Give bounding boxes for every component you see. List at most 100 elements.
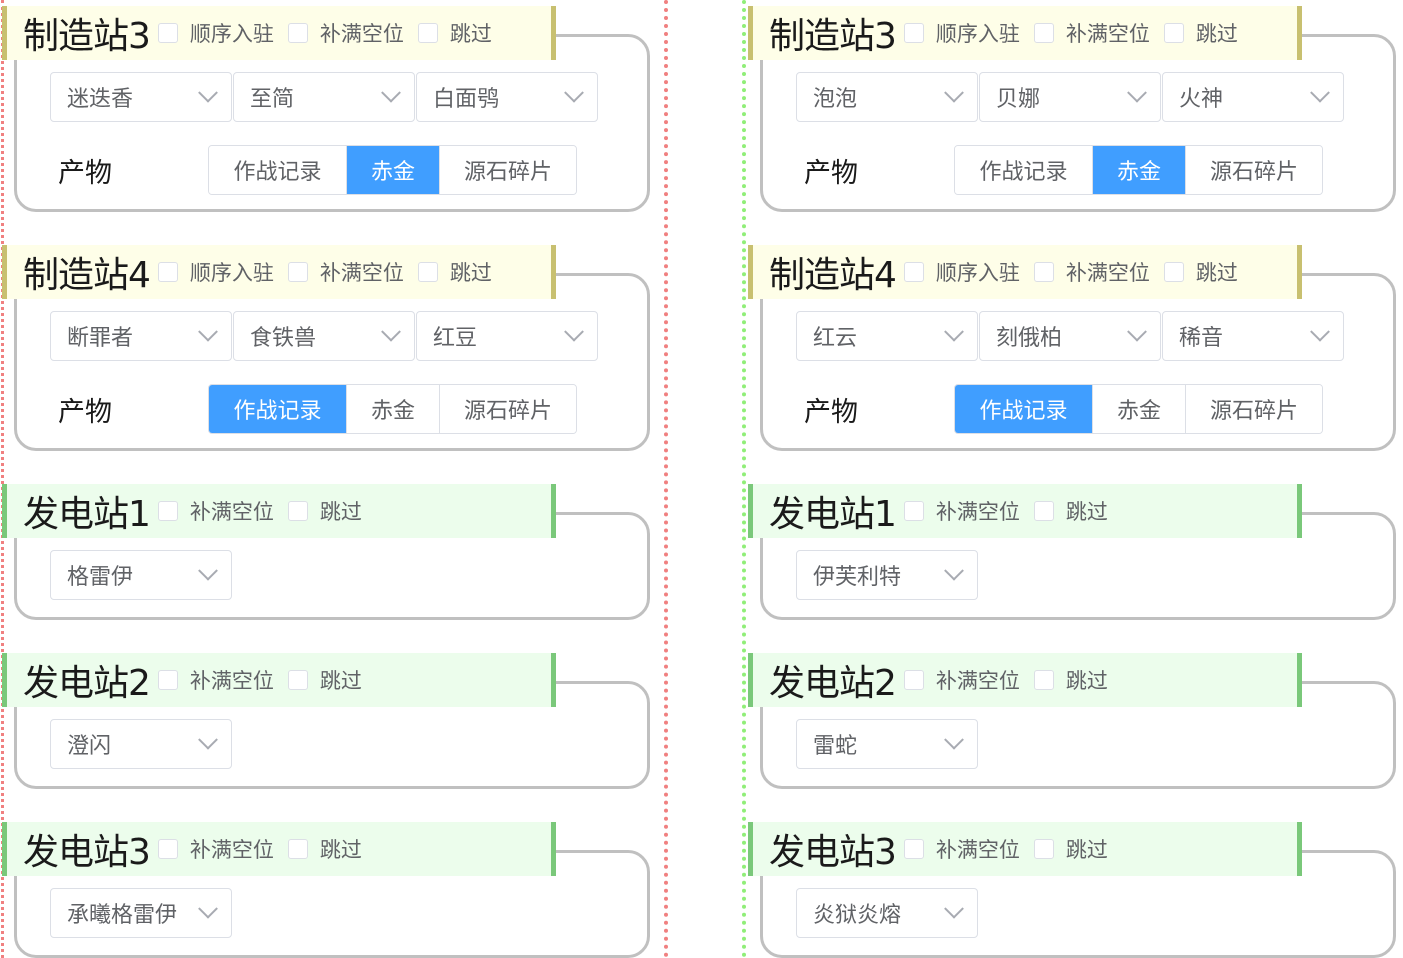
operator-select[interactable]: 澄闪 bbox=[50, 719, 232, 769]
product-option[interactable]: 作战记录 bbox=[209, 146, 347, 194]
option-skip[interactable]: 跳过 bbox=[1033, 665, 1108, 695]
option-sequential[interactable]: 顺序入驻 bbox=[903, 257, 1020, 287]
operator-select[interactable]: 贝娜 bbox=[979, 72, 1161, 122]
product-option[interactable]: 赤金 bbox=[347, 385, 440, 433]
operator-select[interactable]: 白面鸮 bbox=[416, 72, 598, 122]
option-skip[interactable]: 跳过 bbox=[1033, 834, 1108, 864]
checkbox[interactable] bbox=[157, 501, 178, 521]
checkbox[interactable] bbox=[1163, 262, 1184, 282]
chevron-down-icon bbox=[1310, 82, 1330, 103]
option-fill-slots[interactable]: 补满空位 bbox=[157, 496, 274, 526]
checkbox[interactable] bbox=[1033, 501, 1054, 521]
operator-select[interactable]: 雷蛇 bbox=[796, 719, 978, 769]
checkbox[interactable] bbox=[1033, 23, 1054, 43]
chevron-down-icon bbox=[944, 729, 964, 750]
operator-select[interactable]: 至简 bbox=[233, 72, 415, 122]
option-skip[interactable]: 跳过 bbox=[1163, 18, 1238, 48]
chevron-down-icon bbox=[381, 82, 401, 103]
checkbox[interactable] bbox=[1033, 839, 1054, 859]
checkbox[interactable] bbox=[287, 501, 308, 521]
option-fill-slots[interactable]: 补满空位 bbox=[1033, 18, 1150, 48]
operator-select[interactable]: 断罪者 bbox=[50, 311, 232, 361]
option-skip[interactable]: 跳过 bbox=[1163, 257, 1238, 287]
operator-select[interactable]: 格雷伊 bbox=[50, 550, 232, 600]
chevron-down-icon bbox=[944, 898, 964, 919]
checkbox[interactable] bbox=[903, 670, 924, 690]
product-option[interactable]: 作战记录 bbox=[209, 385, 347, 433]
station-title: 发电站1 bbox=[769, 494, 897, 535]
product-option[interactable]: 源石碎片 bbox=[440, 146, 576, 194]
product-option[interactable]: 源石碎片 bbox=[1186, 146, 1322, 194]
option-skip[interactable]: 跳过 bbox=[287, 834, 362, 864]
option-fill-slots[interactable]: 补满空位 bbox=[903, 496, 1020, 526]
checkbox[interactable] bbox=[287, 23, 308, 43]
operator-select[interactable]: 食铁兽 bbox=[233, 311, 415, 361]
option-sequential[interactable]: 顺序入驻 bbox=[157, 18, 274, 48]
checkbox[interactable] bbox=[157, 23, 178, 43]
chevron-down-icon bbox=[381, 321, 401, 342]
operator-select[interactable]: 红云 bbox=[796, 311, 978, 361]
option-fill-slots[interactable]: 补满空位 bbox=[157, 665, 274, 695]
option-skip[interactable]: 跳过 bbox=[1033, 496, 1108, 526]
product-row: 产物作战记录赤金源石碎片 bbox=[804, 384, 1323, 434]
operator-select[interactable]: 火神 bbox=[1162, 72, 1344, 122]
checkbox[interactable] bbox=[903, 262, 924, 282]
option-fill-slots[interactable]: 补满空位 bbox=[287, 18, 404, 48]
option-skip[interactable]: 跳过 bbox=[417, 18, 492, 48]
product-radio-group: 作战记录赤金源石碎片 bbox=[954, 145, 1323, 195]
checkbox[interactable] bbox=[903, 23, 924, 43]
checkbox[interactable] bbox=[1033, 670, 1054, 690]
checkbox-label: 补满空位 bbox=[189, 500, 274, 524]
checkbox[interactable] bbox=[287, 839, 308, 859]
operator-select[interactable]: 红豆 bbox=[416, 311, 598, 361]
checkbox[interactable] bbox=[417, 23, 438, 43]
checkbox-label: 顺序入驻 bbox=[189, 22, 274, 46]
option-fill-slots[interactable]: 补满空位 bbox=[1033, 257, 1150, 287]
checkbox[interactable] bbox=[417, 262, 438, 282]
product-option[interactable]: 赤金 bbox=[1093, 385, 1186, 433]
checkbox-label: 跳过 bbox=[319, 669, 362, 693]
operator-select[interactable]: 稀音 bbox=[1162, 311, 1344, 361]
operator-select[interactable]: 伊芙利特 bbox=[796, 550, 978, 600]
product-option[interactable]: 源石碎片 bbox=[440, 385, 576, 433]
product-option[interactable]: 赤金 bbox=[347, 146, 440, 194]
operator-select[interactable]: 迷迭香 bbox=[50, 72, 232, 122]
operator-select[interactable]: 刻俄柏 bbox=[979, 311, 1161, 361]
product-option[interactable]: 赤金 bbox=[1093, 146, 1186, 194]
operator-selects: 雷蛇 bbox=[796, 719, 979, 769]
operator-selects: 炎狱炎熔 bbox=[796, 888, 979, 938]
checkbox[interactable] bbox=[903, 501, 924, 521]
checkbox[interactable] bbox=[903, 839, 924, 859]
checkbox[interactable] bbox=[1163, 23, 1184, 43]
option-fill-slots[interactable]: 补满空位 bbox=[903, 834, 1020, 864]
checkbox[interactable] bbox=[287, 262, 308, 282]
checkbox[interactable] bbox=[1033, 262, 1054, 282]
checkbox-label: 跳过 bbox=[449, 22, 492, 46]
option-skip[interactable]: 跳过 bbox=[287, 496, 362, 526]
option-skip[interactable]: 跳过 bbox=[417, 257, 492, 287]
product-option[interactable]: 源石碎片 bbox=[1186, 385, 1322, 433]
option-sequential[interactable]: 顺序入驻 bbox=[903, 18, 1020, 48]
operator-selects: 泡泡贝娜 火神 bbox=[796, 72, 1345, 122]
option-fill-slots[interactable]: 补满空位 bbox=[903, 665, 1020, 695]
checkbox[interactable] bbox=[157, 839, 178, 859]
option-fill-slots[interactable]: 补满空位 bbox=[157, 834, 274, 864]
operator-select[interactable]: 承曦格雷伊 bbox=[50, 888, 232, 938]
product-option[interactable]: 作战记录 bbox=[955, 385, 1093, 433]
product-option[interactable]: 作战记录 bbox=[955, 146, 1093, 194]
operator-select[interactable]: 炎狱炎熔 bbox=[796, 888, 978, 938]
option-skip[interactable]: 跳过 bbox=[287, 665, 362, 695]
option-sequential[interactable]: 顺序入驻 bbox=[157, 257, 274, 287]
station-title: 发电站3 bbox=[769, 832, 897, 873]
operator-select[interactable]: 泡泡 bbox=[796, 72, 978, 122]
checkbox[interactable] bbox=[157, 670, 178, 690]
operator-selects: 格雷伊 bbox=[50, 550, 233, 600]
checkbox[interactable] bbox=[287, 670, 308, 690]
operator-name: 贝娜 bbox=[996, 87, 1041, 112]
checkbox[interactable] bbox=[157, 262, 178, 282]
checkbox-label: 顺序入驻 bbox=[935, 261, 1020, 285]
option-fill-slots[interactable]: 补满空位 bbox=[287, 257, 404, 287]
